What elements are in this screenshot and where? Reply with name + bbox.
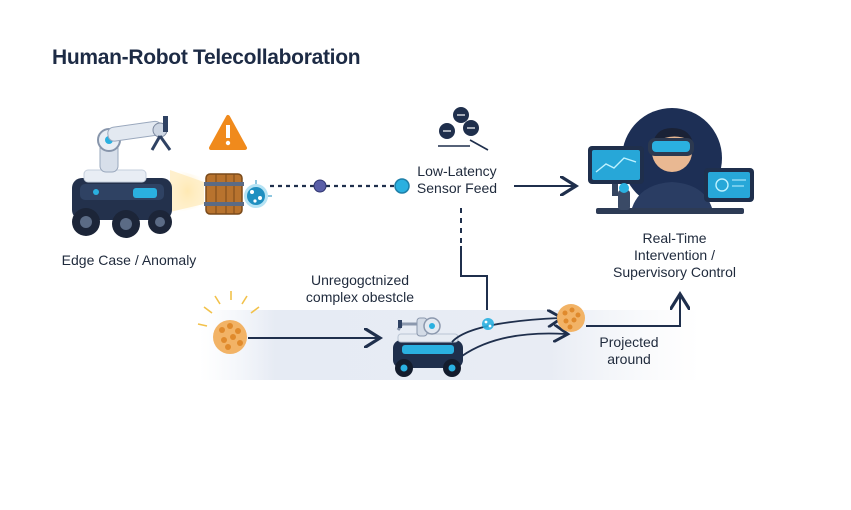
- label-intervention-line2: Intervention /: [634, 247, 715, 263]
- label-obstacle: Unregogctnized complex obestcle: [290, 272, 430, 306]
- label-sensor-feed: Low-Latency Sensor Feed: [402, 163, 512, 197]
- robotic-arm-icon: [72, 116, 205, 238]
- vr-operator-icon: [588, 108, 754, 214]
- link-node: [313, 179, 327, 193]
- page-title: Human-Robot Telecollaboration: [52, 46, 361, 69]
- label-projected: Projected around: [584, 334, 674, 368]
- barrel-icon: [204, 173, 244, 215]
- mobile-robot-icon: [393, 317, 463, 377]
- feed-down-connector: [460, 246, 488, 310]
- network-nodes-icon-small: [482, 318, 494, 330]
- sensor-icon: [438, 107, 489, 151]
- projected-path-lower: [461, 333, 566, 357]
- label-intervention-line3: Supervisory Control: [613, 264, 736, 280]
- label-projected-line1: Projected: [599, 334, 659, 350]
- return-arrow: [586, 296, 680, 327]
- warning-icon: [209, 115, 247, 150]
- label-obstacle-line2: complex obestcle: [305, 289, 415, 305]
- label-intervention-line1: Real-Time: [642, 230, 707, 246]
- obstacle-icon-projected: [557, 304, 585, 332]
- link-node-end: [394, 178, 410, 194]
- network-nodes-icon: [244, 180, 272, 208]
- label-edge-case: Edge Case / Anomaly: [61, 252, 197, 268]
- label-intervention: Real-Time Intervention / Supervisory Con…: [592, 230, 757, 281]
- label-sensor-feed-line2: Sensor Feed: [416, 180, 498, 196]
- obstacle-icon: [197, 291, 260, 354]
- label-obstacle-line1: Unregogctnized: [310, 272, 410, 288]
- label-projected-line2: around: [607, 351, 651, 367]
- label-sensor-feed-line1: Low-Latency: [417, 163, 497, 179]
